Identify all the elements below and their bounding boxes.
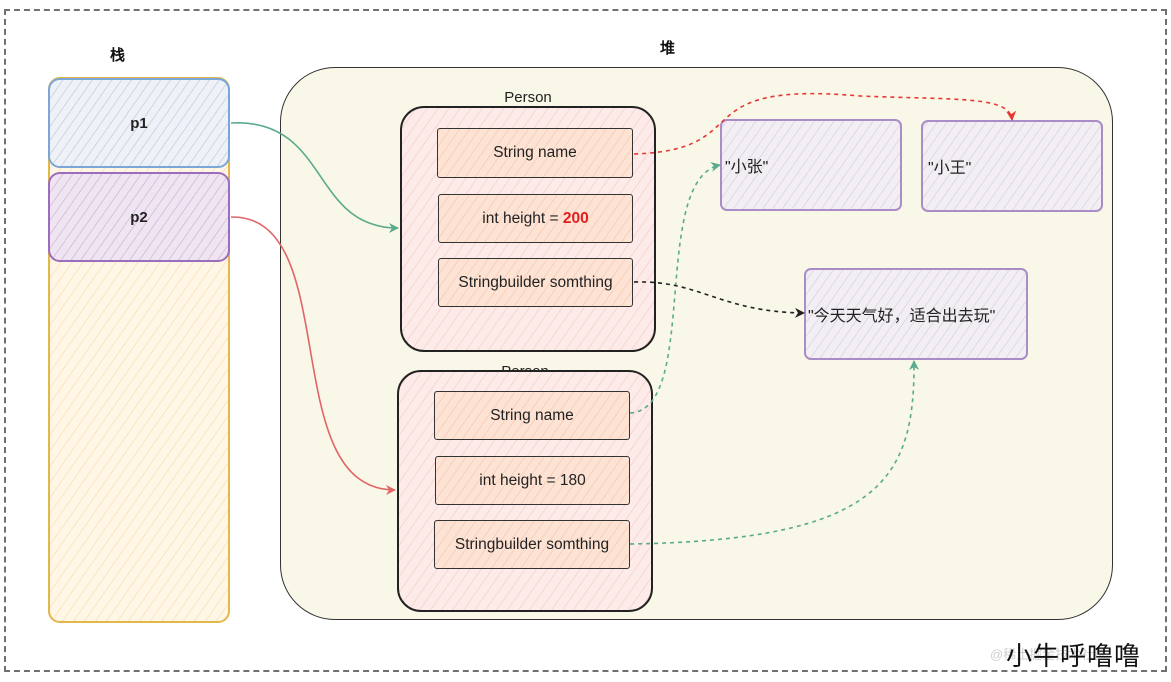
stack-var-p1: p1 bbox=[48, 78, 230, 168]
stack-column bbox=[48, 77, 230, 623]
person-1-title: Person bbox=[504, 89, 552, 106]
diagram-frame bbox=[4, 9, 1167, 672]
person-1-sb-field: Stringbuilder somthing bbox=[438, 258, 633, 307]
heap-label: 堆 bbox=[660, 40, 676, 57]
person-2-sb-field: Stringbuilder somthing bbox=[434, 520, 630, 569]
string-today: "今天天气好，适合出去玩" bbox=[804, 268, 1028, 360]
person-2-height-field: int height = 180 bbox=[435, 456, 630, 505]
string-zhang: "小张" bbox=[720, 119, 902, 211]
person-1-height-field: int height = 200 bbox=[438, 194, 633, 243]
arrow-p1name-wang bbox=[633, 92, 1017, 155]
watermark-signature: 小牛呼噜噜 bbox=[1006, 642, 1142, 672]
arrow-p2-person2 bbox=[230, 216, 396, 495]
stack-var-p2: p2 bbox=[48, 172, 230, 262]
person-2-height-value: 180 bbox=[559, 471, 586, 489]
arrow-p1sb-today bbox=[633, 281, 805, 318]
person-1-height-value: 200 bbox=[562, 209, 589, 227]
watermark-small-text: @稀土掘金技术社区 bbox=[990, 647, 1108, 662]
arrow-p1-person1 bbox=[230, 122, 399, 233]
person-2-name-field: String name bbox=[434, 391, 630, 440]
string-wang: "小王" bbox=[921, 120, 1103, 212]
arrow-p2name-zhang bbox=[629, 162, 721, 414]
arrow-p2sb-today bbox=[629, 360, 920, 545]
stack-var-p2-label: p2 bbox=[130, 208, 148, 226]
person-1-name-field: String name bbox=[437, 128, 633, 178]
stack-label: 栈 bbox=[110, 47, 126, 64]
stack-var-p1-label: p1 bbox=[130, 114, 148, 132]
